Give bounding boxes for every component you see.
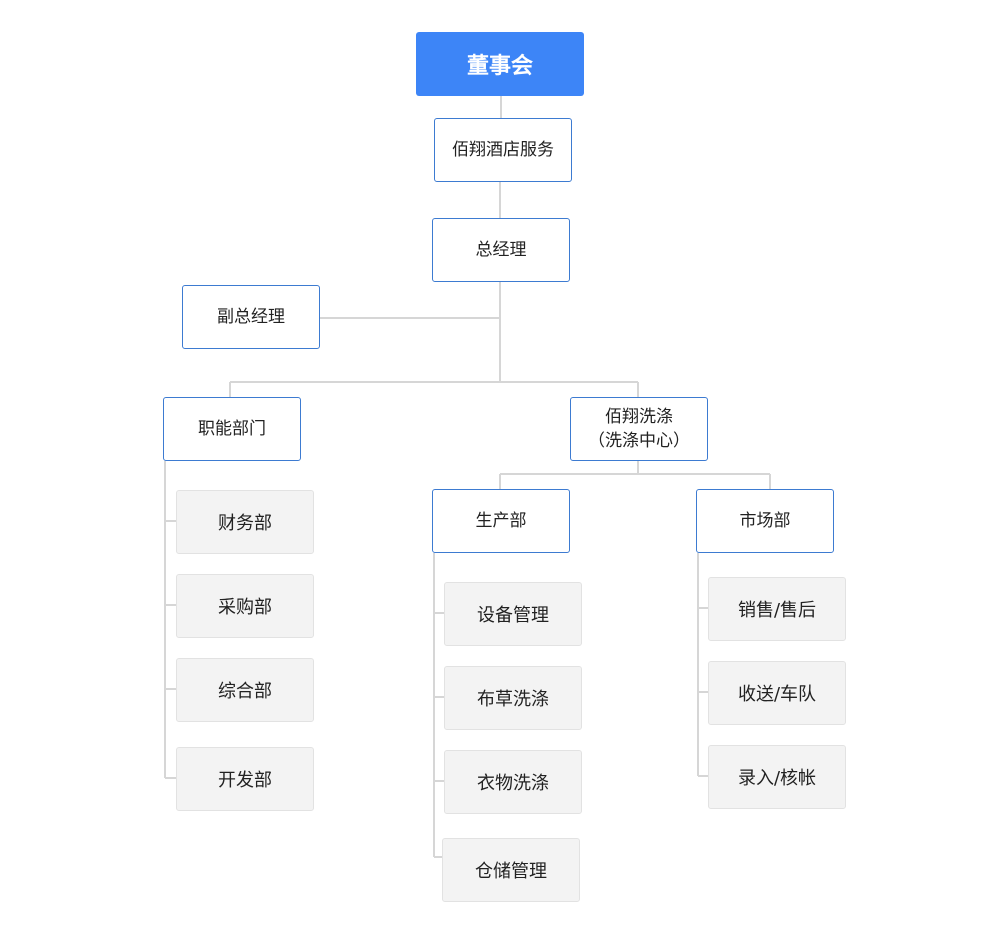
node-finance-dept: 财务部 [176,490,314,554]
node-functional-dept-label: 职能部门 [198,419,266,439]
node-board: 董事会 [416,32,584,96]
node-deputy-general-manager-label: 副总经理 [217,307,285,327]
node-company-label: 佰翔酒店服务 [452,140,554,160]
node-purchasing-dept: 采购部 [176,574,314,638]
node-general-manager: 总经理 [432,218,570,282]
node-entry-accounting: 录入/核帐 [708,745,846,809]
node-general-affairs-dept: 综合部 [176,658,314,722]
node-sales-aftersales-label: 销售/售后 [737,600,817,621]
node-laundry: 佰翔洗涤 （洗涤中心） [570,397,708,461]
node-linen-washing-label: 布草洗涤 [477,689,549,710]
node-warehouse-mgmt-label: 仓储管理 [475,861,547,882]
node-production-dept-label: 生产部 [475,511,527,531]
node-laundry-label-line1: 佰翔洗涤 [605,407,673,427]
node-company: 佰翔酒店服务 [434,118,572,182]
node-linen-washing: 布草洗涤 [444,666,582,730]
node-market-dept-label: 市场部 [739,511,791,531]
node-garment-washing-label: 衣物洗涤 [477,773,549,794]
node-warehouse-mgmt: 仓储管理 [442,838,580,902]
node-deputy-general-manager: 副总经理 [182,285,320,349]
node-development-dept-label: 开发部 [218,770,272,791]
node-equipment-mgmt: 设备管理 [444,582,582,646]
node-sales-aftersales: 销售/售后 [708,577,846,641]
node-delivery-fleet: 收送/车队 [708,661,846,725]
node-purchasing-dept-label: 采购部 [218,597,272,618]
node-board-label: 董事会 [466,54,533,79]
node-functional-dept: 职能部门 [163,397,301,461]
node-production-dept: 生产部 [432,489,570,553]
node-development-dept: 开发部 [176,747,314,811]
node-entry-accounting-label: 录入/核帐 [737,768,817,789]
node-finance-dept-label: 财务部 [218,513,272,534]
node-general-manager-label: 总经理 [475,240,527,260]
node-general-affairs-dept-label: 综合部 [218,681,272,702]
node-market-dept: 市场部 [696,489,834,553]
node-equipment-mgmt-label: 设备管理 [477,605,549,626]
node-delivery-fleet-label: 收送/车队 [737,684,817,705]
node-garment-washing: 衣物洗涤 [444,750,582,814]
node-laundry-label-line2: （洗涤中心） [588,431,690,451]
